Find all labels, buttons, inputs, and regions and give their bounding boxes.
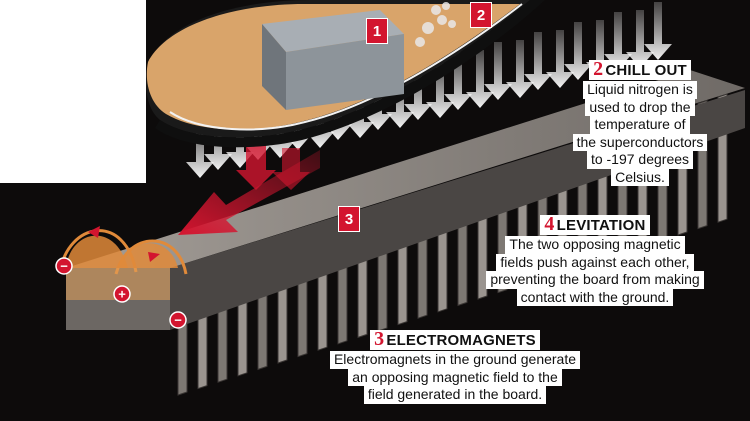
marker-2: 2 [470, 2, 492, 28]
callout-title: ELECTROMAGNETS [386, 332, 536, 349]
down-arrow-icon [626, 10, 654, 68]
down-arrow-icon [466, 50, 494, 108]
callout-line: an opposing magnetic field to the [348, 368, 562, 386]
hoverboard [146, 0, 545, 148]
arrow-head-icon [148, 252, 160, 262]
callout-number: 4 [544, 213, 555, 235]
callout-line: Liquid nitrogen is [583, 81, 697, 99]
marker-3: 3 [338, 206, 360, 232]
down-arrow-icon [484, 42, 512, 100]
callout-line: field generated in the board. [363, 386, 547, 404]
down-arrow-icon [564, 22, 592, 80]
nitrogen-vapour [415, 2, 456, 47]
superconductor-box [286, 34, 404, 110]
down-arrow-icon [604, 12, 632, 70]
white-corner-panel [0, 0, 146, 183]
callout-number: 3 [374, 328, 385, 350]
callout-line: temperature of [590, 116, 690, 134]
arrow-head-icon [88, 226, 100, 238]
callout-number: 2 [593, 58, 604, 80]
down-arrow-icon [644, 2, 672, 60]
down-arrow-icon [186, 120, 214, 178]
down-arrow-icon [506, 40, 534, 98]
callout-line: preventing the board from making [486, 271, 704, 289]
marker-1: 1 [366, 18, 388, 44]
callout-line: contact with the ground. [516, 288, 674, 306]
callout-line: Electromagnets in the ground generate [329, 351, 581, 369]
down-arrow-icon [444, 52, 472, 110]
down-arrow-icon [546, 30, 574, 88]
callout-line: Celsius. [611, 168, 669, 186]
repulsion-arrows [178, 144, 320, 235]
callout-line: The two opposing magnetic [505, 236, 685, 254]
callout-title: CHILL OUT [605, 62, 687, 79]
callout-line: to -197 degrees [586, 151, 694, 169]
rail-top-surface [66, 70, 745, 268]
callout-line: used to drop the [585, 98, 695, 116]
callout-line: the superconductors [572, 133, 708, 151]
magnetic-field-arcs [58, 226, 188, 300]
callout-title: LEVITATION [556, 217, 646, 234]
down-arrow-icon [426, 60, 454, 118]
minus-sign-icon: − [60, 259, 68, 274]
minus-sign-icon: − [174, 313, 182, 328]
down-arrow-icon [524, 32, 552, 90]
polarity-signs: − + − [55, 257, 187, 329]
callout-line: fields push against each other, [496, 253, 694, 271]
plus-sign-icon: + [118, 287, 126, 302]
